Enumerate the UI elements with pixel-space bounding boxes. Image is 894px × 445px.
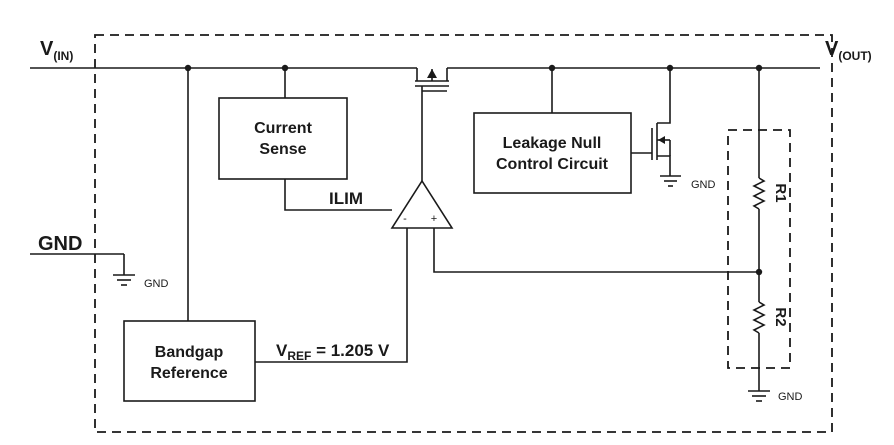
vref-label: VREF = 1.205 V — [276, 341, 390, 363]
output-ground-label: GND — [778, 391, 803, 403]
amp-minus-label: - — [403, 213, 407, 225]
amp-plus-label: + — [431, 213, 437, 225]
feedback-wire — [433, 228, 759, 273]
leakage-ground-label: GND — [691, 179, 716, 191]
ilim-wire — [284, 179, 392, 211]
leakage-null-block: Leakage Null Control Circuit — [473, 112, 632, 194]
bandgap-label-line2: Reference — [150, 365, 227, 382]
error-amplifier: - + — [390, 179, 454, 229]
leakage-transistor — [631, 68, 671, 176]
bandgap-reference-block: Bandgap Reference — [123, 320, 256, 402]
leakage-label-line2: Control Circuit — [496, 156, 609, 173]
vref-wire — [255, 228, 408, 363]
bandgap-label-line1: Bandgap — [155, 344, 224, 361]
pass-transistor — [415, 68, 449, 190]
output-ground-symbol — [748, 390, 770, 402]
vin-pin-label: V(IN) — [40, 38, 73, 63]
resistor-r1 — [752, 177, 766, 210]
current-sense-label-line1: Current — [254, 120, 312, 137]
leakage-ground-symbol — [660, 175, 681, 187]
internal-ground-label: GND — [144, 278, 169, 290]
vout-pin-label: V(OUT) — [825, 38, 872, 63]
gnd-pin-label: GND — [38, 233, 82, 255]
device-boundary — [94, 34, 833, 433]
r1-label: R1 — [772, 183, 789, 202]
resistor-r2 — [752, 301, 766, 334]
internal-ground-symbol — [113, 274, 135, 286]
current-sense-label-line2: Sense — [259, 141, 306, 158]
ilim-label: ILIM — [329, 189, 363, 208]
r2-label: R2 — [772, 307, 789, 326]
leakage-label-line1: Leakage Null — [503, 135, 602, 152]
current-sense-block: Current Sense — [218, 97, 348, 180]
